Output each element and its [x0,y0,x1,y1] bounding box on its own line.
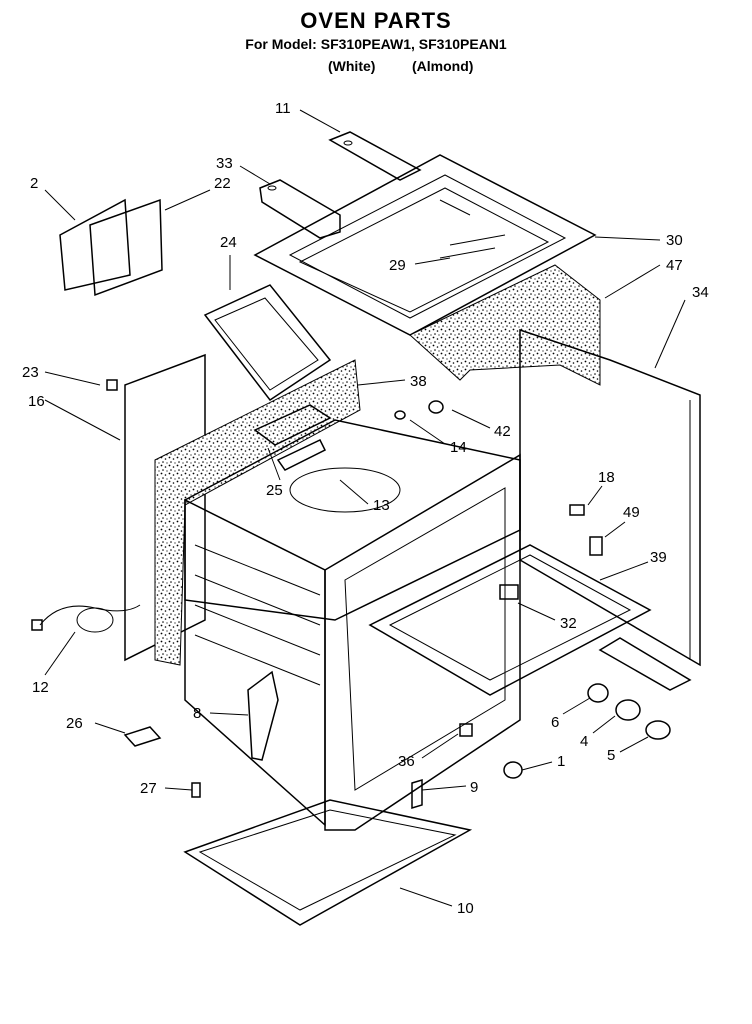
top-insulation [409,264,601,386]
model-line: For Model: SF310PEAW1, SF310PEAN1 [245,36,507,52]
callout-1: 1 [557,753,565,770]
part-1 [503,761,523,779]
clip-36 [459,723,473,737]
callout-49: 49 [623,504,640,521]
callout-6: 6 [551,714,559,731]
callout-18: 18 [598,469,615,486]
oven-rack [368,544,652,696]
callout-39: 39 [650,549,667,566]
screw-27 [191,782,201,798]
left-side-panel [124,353,206,662]
callout-9: 9 [470,779,478,796]
thermostat-bulb [247,670,279,761]
callout-42: 42 [494,423,511,440]
callout-32: 32 [560,615,577,632]
callout-10: 10 [457,900,474,917]
part-14 [394,410,406,420]
part-18 [569,504,585,516]
lamp-bulb-5 [645,720,671,740]
callout-27: 27 [140,780,157,797]
vent-25 [253,404,332,471]
callout-29: 29 [389,257,406,274]
callout-36: 36 [398,753,415,770]
callout-47: 47 [666,257,683,274]
callout-14: 14 [450,439,467,456]
callout-22: 22 [214,175,231,192]
callout-34: 34 [692,284,709,301]
part-23 [106,379,118,391]
callout-11: 11 [275,100,291,117]
page-title: OVEN PARTS [300,8,452,33]
left-bracket-22 [89,198,163,297]
callout-23: 23 [22,364,39,381]
oven-front-frame [324,453,521,831]
callout-33: 33 [216,155,233,172]
callout-25: 25 [266,482,283,499]
broiler-drawer [183,799,473,926]
callout-12: 12 [32,679,49,696]
callout-13: 13 [373,497,390,514]
left-bracket-2 [59,198,131,291]
callout-24: 24 [220,234,237,251]
callout-4: 4 [580,733,588,750]
power-cord [31,604,141,633]
leader-lines [44,109,686,907]
variant-white: (White) [328,58,376,74]
part-49 [589,536,603,556]
rear-bracket [598,637,692,691]
callout-5: 5 [607,747,615,764]
top-bracket [259,179,341,239]
lamp-socket-4 [615,699,641,721]
callout-26: 26 [66,715,83,732]
bracket-9 [411,778,423,810]
oven-cavity [184,419,521,827]
callout-16: 16 [28,393,45,410]
part-42 [428,400,444,414]
callout-30: 30 [666,232,683,249]
top-vent-strip [328,131,422,181]
bracket-26 [123,726,162,747]
right-side-panel [519,328,701,667]
rack-label [499,584,519,600]
callout-2: 2 [30,175,38,192]
vent-duct [203,284,332,402]
callout-8: 8 [193,705,201,722]
knob-6 [587,683,609,703]
variant-almond: (Almond) [412,58,474,74]
oven-top-panel [253,154,597,336]
callout-38: 38 [410,373,427,390]
